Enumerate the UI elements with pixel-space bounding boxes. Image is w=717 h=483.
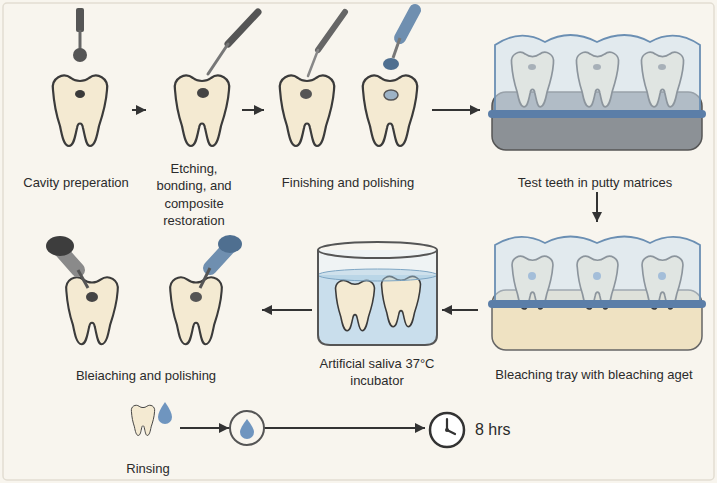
cavity-spot: [75, 90, 85, 98]
tooth-icon: [363, 76, 417, 146]
polisher-handle: [400, 10, 415, 38]
flow-arrow: [262, 309, 312, 311]
step-caption: Test teeth in putty matrices: [518, 174, 673, 192]
flow-arrow: [432, 109, 480, 111]
instrument-tip: [308, 50, 318, 76]
tooth-icon: [66, 277, 118, 344]
step-caption: Rinsing: [126, 460, 169, 478]
restoration-spot: [384, 90, 398, 100]
instrument-tip: [208, 44, 228, 74]
step-box: Test teeth in putty matrices: [480, 20, 710, 192]
polisher-cap: [46, 236, 74, 256]
tray-band: [488, 110, 706, 118]
frame: [3, 3, 714, 480]
polisher-cap: [218, 235, 242, 253]
step-box: Rinsing: [116, 398, 180, 478]
water-drop: [158, 402, 172, 424]
tooth-icon: [131, 405, 154, 435]
step-caption: Finishing and polishing: [282, 174, 414, 192]
step-caption: Artificial saliva 37°C incubator: [312, 355, 442, 390]
tooth-icon: [175, 76, 229, 146]
step-caption: Etching, bonding, and composite restorat…: [146, 160, 242, 230]
drop-circle: [230, 411, 264, 445]
restoration-spot: [197, 88, 209, 98]
beaker-glass: [318, 250, 437, 345]
polisher-shaft: [78, 270, 88, 288]
step-box: Bleaching tray with bleaching aget: [478, 222, 710, 384]
saliva-liquid: [318, 275, 437, 345]
step-caption: 8 hrs: [475, 419, 511, 441]
instrument-handle: [228, 12, 258, 44]
restoration-spot: [300, 89, 312, 99]
clock-face: [430, 413, 464, 447]
step-box: Finishing and polishing: [264, 40, 432, 192]
step-box: Bleiaching and polishing: [30, 240, 262, 385]
step-box: Artificial saliva 37°C incubator: [312, 230, 442, 390]
tooth-icon: [382, 276, 421, 326]
arrowhead: [219, 423, 229, 433]
tray-band: [488, 300, 706, 308]
drill-bur: [73, 48, 87, 62]
flow-arrow: [442, 309, 478, 311]
step-caption: Cavity preperation: [23, 174, 129, 192]
instrument-handle: [318, 12, 345, 50]
polisher-cup: [383, 58, 399, 70]
drill-handle: [76, 8, 84, 32]
tooth-icon: [53, 76, 107, 146]
flow-arrow: [180, 427, 425, 429]
drill-shaft: [79, 30, 82, 50]
tooth-icon: [170, 277, 222, 344]
step-caption: Bleaching tray with bleaching aget: [495, 366, 692, 384]
putty-matrix: [495, 35, 700, 115]
step-caption: Bleiaching and polishing: [76, 367, 216, 385]
step-box: 8 hrs: [425, 410, 525, 450]
beaker-rim: [318, 242, 437, 258]
liquid-surface: [318, 269, 437, 281]
clock-pin: [445, 428, 449, 432]
water-drop: [240, 419, 254, 439]
flow-arrow: [132, 109, 146, 111]
tooth-icon: [336, 280, 375, 330]
polisher-shaft: [393, 38, 400, 58]
beaker-outline: [318, 250, 437, 345]
step-box: Cavity preperation: [20, 40, 132, 192]
restoration-spot: [86, 292, 98, 302]
step-box: Etching, bonding, and composite restorat…: [146, 40, 242, 230]
tooth-icon: [280, 76, 334, 146]
flow-arrow: [596, 192, 598, 222]
polisher-shaft: [200, 268, 210, 288]
bleaching-tray: [495, 237, 700, 306]
flow-arrow: [242, 109, 264, 111]
restoration-spot: [190, 292, 202, 302]
